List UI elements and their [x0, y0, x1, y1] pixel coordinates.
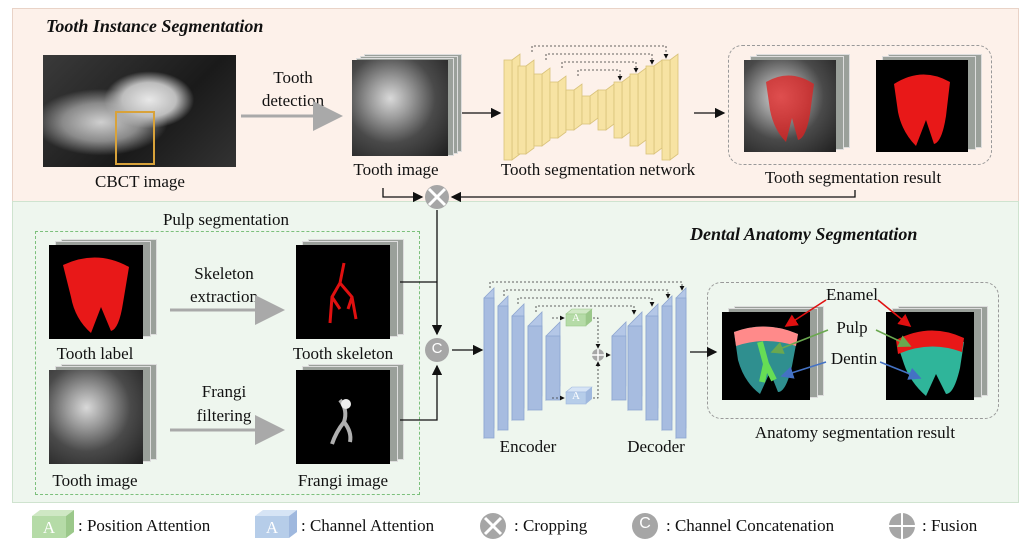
tooth-label-red [63, 257, 129, 333]
tooth-skeleton-label: Tooth skeleton [292, 344, 394, 363]
pulp-arrow-right [875, 329, 912, 348]
dental-anatomy-title: Dental Anatomy Segmentation [690, 224, 918, 244]
pulp-arrow-left [770, 329, 829, 354]
legend-glyph-c: C [639, 515, 651, 532]
tooth-image-label-bottom: Tooth image [52, 471, 138, 490]
anatomy-3d-tooth [896, 330, 964, 396]
frangi-image-label: Frangi image [297, 471, 389, 490]
skeleton-extraction-1: Skeleton [194, 264, 254, 283]
legend-channel-attention: : Channel Attention [301, 516, 435, 535]
skeleton-red [328, 262, 358, 324]
decoder-blocks [611, 287, 687, 439]
encoder-blocks [483, 287, 561, 439]
seg-result-3d-stack [876, 54, 986, 158]
cropping-symbol [425, 185, 449, 209]
tooth-image-stack-top [352, 54, 462, 168]
frangi-filtering-1: Frangi [201, 382, 247, 401]
legend-glyph-a-channel: A [265, 518, 279, 537]
enamel-arrow-left [784, 299, 827, 327]
arrow-result-to-crop [450, 190, 856, 203]
frangi-image-stack [296, 364, 406, 468]
legend-cropping-icon [480, 513, 506, 539]
tooth-detection-label-1: Tooth [273, 68, 313, 87]
fusion-symbol [592, 349, 604, 361]
arrow-toothimg-to-crop [382, 188, 424, 203]
red-tooth-overlay [766, 75, 814, 142]
dentin-label: Dentin [830, 349, 878, 368]
position-attention-module [565, 308, 593, 327]
tooth-seg-result-box [728, 45, 992, 165]
frangi-filtering-2: filtering [196, 406, 252, 425]
encoder-label: Encoder [499, 437, 557, 456]
anatomy-result-3d-stack [886, 306, 996, 406]
dentin-arrow-right [879, 361, 922, 380]
arrow-frangi-to-concat [400, 364, 443, 421]
tooth-detection-label-2: detection [261, 91, 325, 110]
cbct-image-label: CBCT image [95, 172, 185, 191]
enamel-arrow-right [877, 299, 912, 328]
tooth-label-stack [49, 239, 159, 343]
legend-position-attention: : Position Attention [78, 516, 211, 535]
detection-box [115, 111, 155, 165]
skeleton-extraction-2: extraction [190, 287, 258, 306]
pulp-segmentation-title: Pulp segmentation [162, 210, 290, 229]
tooth-image-label-top: Tooth image [353, 160, 439, 179]
legend-fusion-icon [889, 513, 915, 539]
frangi-vessel [330, 398, 353, 445]
pulp-label: Pulp [836, 318, 868, 337]
legend-position-attention-icon [32, 510, 74, 538]
red-tooth-3d [894, 74, 950, 146]
concatenation-symbol [425, 338, 449, 362]
tooth-segmentation-network [503, 53, 679, 161]
attention-dashed-flow [552, 315, 611, 401]
channel-attention-module [565, 386, 593, 405]
dentin-arrow-left [780, 361, 827, 379]
anatomy-result-label: Anatomy segmentation result [754, 423, 956, 442]
tooth-instance-title: Tooth Instance Segmentation [46, 16, 264, 36]
legend-fusion: : Fusion [922, 516, 978, 535]
legend-channel-attention-icon [255, 510, 297, 538]
legend-glyph-a-position: A [42, 518, 56, 537]
cbct-image [43, 55, 236, 167]
position-attn-glyph: A [572, 312, 580, 324]
legend-channel-concat: : Channel Concatenation [666, 516, 835, 535]
tooth-image-stack-bottom [49, 364, 159, 468]
tooth-seg-result-label: Tooth segmentation result [764, 168, 942, 187]
network-skip-connections [531, 45, 669, 81]
legend-cropping: : Cropping [514, 516, 588, 535]
pulp-segmentation-box [35, 231, 420, 495]
tooth-skeleton-stack [296, 239, 406, 343]
channel-attn-glyph: A [572, 390, 580, 402]
legend-concat-icon [632, 513, 658, 539]
decoder-label: Decoder [627, 437, 685, 456]
seg-result-overlay-stack [744, 54, 854, 158]
tooth-label-caption: Tooth label [56, 344, 134, 363]
encoder-decoder-skips [489, 281, 685, 315]
network-label: Tooth segmentation network [500, 160, 696, 179]
enamel-label: Enamel [826, 285, 878, 304]
concat-glyph: C [431, 340, 443, 357]
